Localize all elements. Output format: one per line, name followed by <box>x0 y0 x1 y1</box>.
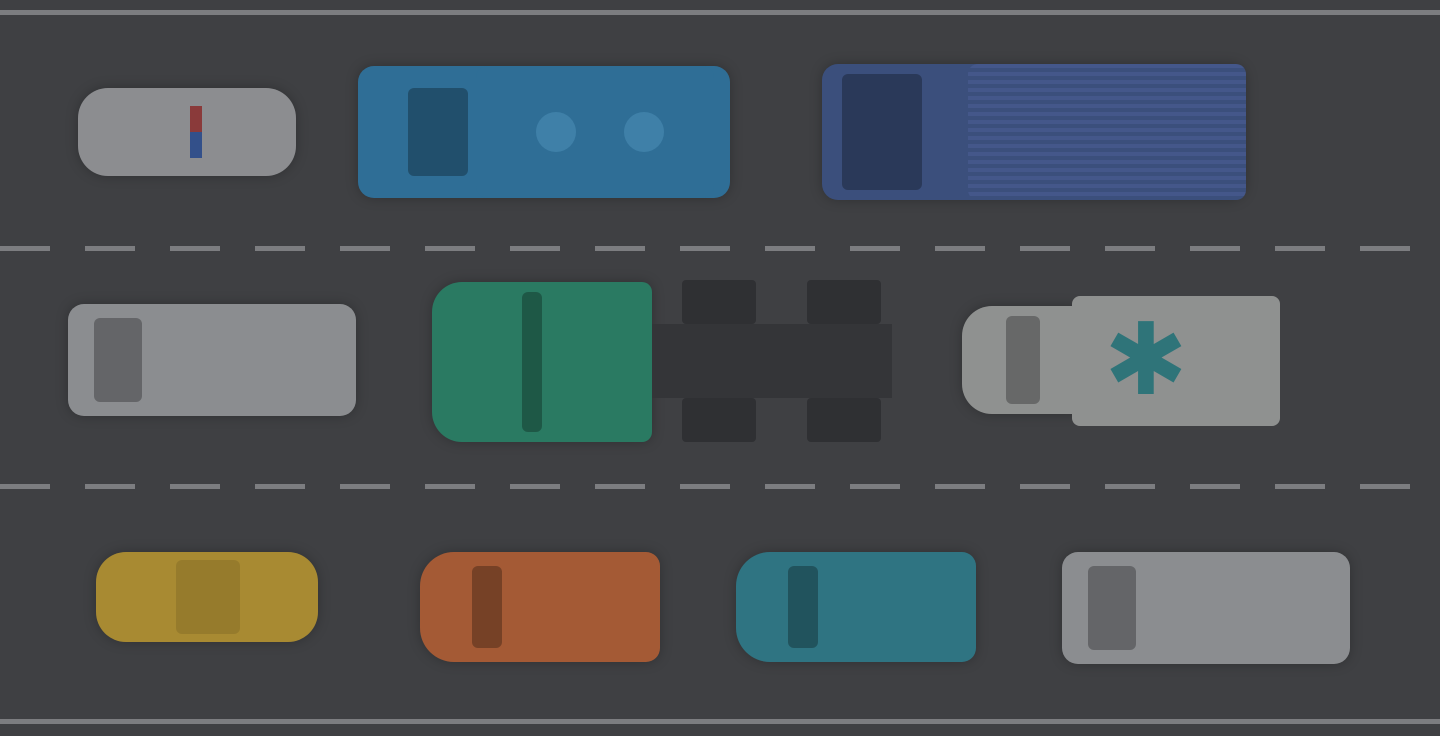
hatchback <box>736 552 976 662</box>
siren-light <box>190 132 202 158</box>
tanker-truck <box>358 66 730 198</box>
ambulance-box: ✱ <box>1072 296 1280 426</box>
hatchback <box>420 552 660 662</box>
semi-chassis <box>652 280 902 442</box>
van <box>1062 552 1350 664</box>
box-truck <box>822 64 1246 200</box>
road-edge-top <box>0 10 1440 15</box>
cargo-box <box>968 64 1246 200</box>
taxi <box>96 552 318 642</box>
hatch <box>624 112 664 152</box>
lane-divider <box>0 246 1440 251</box>
police-car <box>78 88 296 176</box>
tank <box>476 66 714 198</box>
van <box>68 304 356 416</box>
road-edge-bottom <box>0 719 1440 724</box>
ambulance <box>962 306 1082 414</box>
star-of-life-icon: ✱ <box>1104 304 1188 416</box>
lane-divider <box>0 484 1440 489</box>
semi-truck <box>432 282 652 442</box>
siren-light <box>190 106 202 132</box>
hatch <box>536 112 576 152</box>
